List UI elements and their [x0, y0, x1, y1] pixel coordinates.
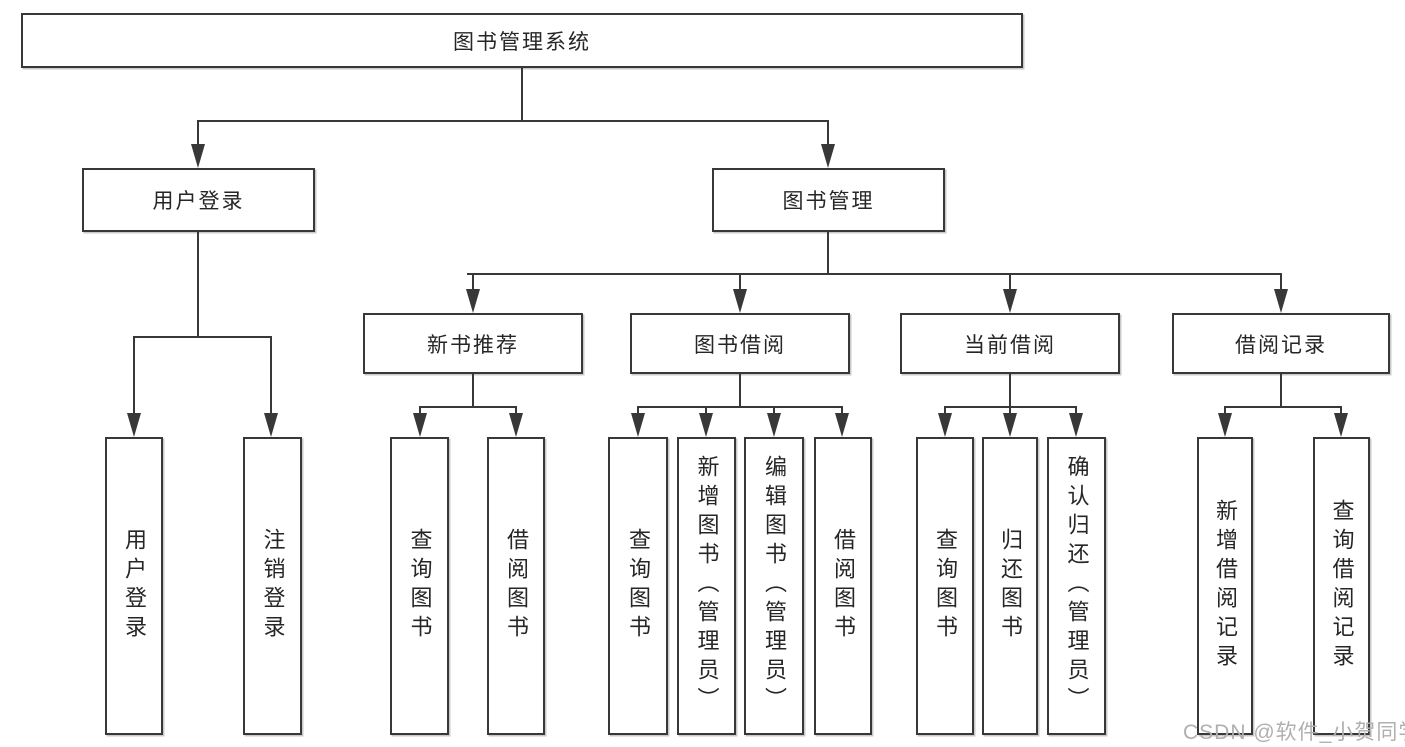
leaf-label: 查询借阅记录: [1329, 498, 1355, 674]
connector-line: [419, 406, 517, 408]
arrow-down-icon: [127, 413, 141, 437]
node-label: 借阅记录: [1235, 333, 1327, 357]
leaf-query-books-current: 查询图书: [916, 437, 974, 735]
connector-line: [133, 336, 272, 338]
connector-line: [944, 406, 946, 417]
node-label: 当前借阅: [964, 333, 1056, 357]
leaf-label: 借阅图书: [831, 527, 856, 645]
node-borrowing-records: 借阅记录: [1172, 313, 1390, 374]
arrow-down-icon: [191, 144, 205, 168]
connector-line: [521, 68, 523, 120]
arrow-down-icon: [821, 144, 835, 168]
leaf-query-books-recommend: 查询图书: [390, 437, 449, 735]
arrow-down-icon: [1218, 413, 1232, 437]
connector-line: [1340, 406, 1342, 417]
connector-line: [827, 232, 829, 273]
connector-line: [1280, 374, 1282, 406]
node-label: 图书管理系统: [453, 30, 591, 54]
leaf-label: 查询图书: [933, 527, 958, 645]
leaf-borrow-books: 借阅图书: [814, 437, 872, 735]
node-book-borrowing: 图书借阅: [630, 313, 850, 374]
arrow-down-icon: [509, 413, 523, 437]
leaf-query-books-borrow: 查询图书: [608, 437, 668, 735]
connector-line: [1224, 406, 1342, 408]
node-label: 用户登录: [152, 190, 245, 213]
leaf-label: 归还图书: [998, 527, 1023, 645]
connector-line: [270, 336, 272, 417]
node-label: 新书推荐: [427, 333, 519, 357]
leaf-query-borrow-record: 查询借阅记录: [1313, 437, 1370, 735]
arrow-down-icon: [733, 289, 747, 313]
connector-line: [637, 406, 639, 417]
leaf-confirm-return-admin: 确认归还（管理员）: [1047, 437, 1106, 735]
arrow-down-icon: [631, 413, 645, 437]
connector-line: [1224, 406, 1226, 417]
leaf-label: 用户登录: [122, 527, 147, 645]
leaf-add-books-admin: 新增图书（管理员）: [677, 437, 736, 735]
arrow-down-icon: [413, 413, 427, 437]
connector-line: [827, 120, 829, 148]
leaf-borrow-books-recommend: 借阅图书: [487, 437, 545, 735]
leaf-label: 确认归还（管理员）: [1064, 455, 1090, 717]
arrow-down-icon: [1003, 289, 1017, 313]
connector-line: [419, 406, 421, 417]
arrow-down-icon: [1274, 289, 1288, 313]
leaf-label: 借阅图书: [504, 527, 529, 645]
connector-line: [1009, 406, 1011, 417]
leaf-label: 新增借阅记录: [1213, 498, 1238, 674]
leaf-label: 注销登录: [260, 527, 286, 645]
leaf-edit-books-admin: 编辑图书（管理员）: [744, 437, 804, 735]
arrow-down-icon: [835, 413, 849, 437]
connector-line: [705, 406, 707, 417]
arrow-down-icon: [1334, 413, 1348, 437]
leaf-add-borrow-record: 新增借阅记录: [1197, 437, 1253, 735]
connector-line: [1075, 406, 1077, 417]
node-current-borrowing: 当前借阅: [900, 313, 1120, 374]
connector-line: [197, 120, 199, 148]
node-label: 图书借阅: [694, 333, 786, 357]
connector-line: [773, 406, 775, 417]
csdn-watermark: CSDN @软件_小贺同学: [1183, 721, 1405, 744]
arrow-down-icon: [466, 289, 480, 313]
node-book-management: 图书管理: [712, 168, 945, 232]
connector-line: [197, 120, 829, 122]
connector-line: [472, 273, 474, 293]
connector-line: [1009, 374, 1011, 406]
arrow-down-icon: [1069, 413, 1083, 437]
connector-line: [739, 273, 741, 293]
node-user-login: 用户登录: [82, 168, 315, 232]
node-new-book-recommend: 新书推荐: [363, 313, 583, 374]
connector-line: [739, 374, 741, 406]
connector-line: [1009, 273, 1011, 293]
arrow-down-icon: [699, 413, 713, 437]
arrow-down-icon: [938, 413, 952, 437]
leaf-return-books: 归还图书: [982, 437, 1038, 735]
connector-line: [515, 406, 517, 417]
connector-line: [197, 232, 199, 336]
arrow-down-icon: [767, 413, 781, 437]
leaf-logout: 注销登录: [243, 437, 302, 735]
connector-line: [472, 374, 474, 406]
leaf-label: 新增图书（管理员）: [694, 455, 720, 717]
arrow-down-icon: [264, 413, 278, 437]
connector-line: [1280, 273, 1282, 293]
leaf-label: 查询图书: [407, 527, 433, 645]
connector-line: [467, 273, 1282, 275]
node-label: 图书管理: [782, 190, 875, 213]
node-library-management-system: 图书管理系统: [21, 13, 1023, 68]
connector-line: [133, 336, 135, 417]
leaf-label: 编辑图书（管理员）: [762, 455, 787, 717]
connector-line: [841, 406, 843, 417]
leaf-label: 查询图书: [626, 527, 651, 645]
leaf-user-login: 用户登录: [105, 437, 163, 735]
connector-line: [637, 406, 843, 408]
arrow-down-icon: [1003, 413, 1017, 437]
